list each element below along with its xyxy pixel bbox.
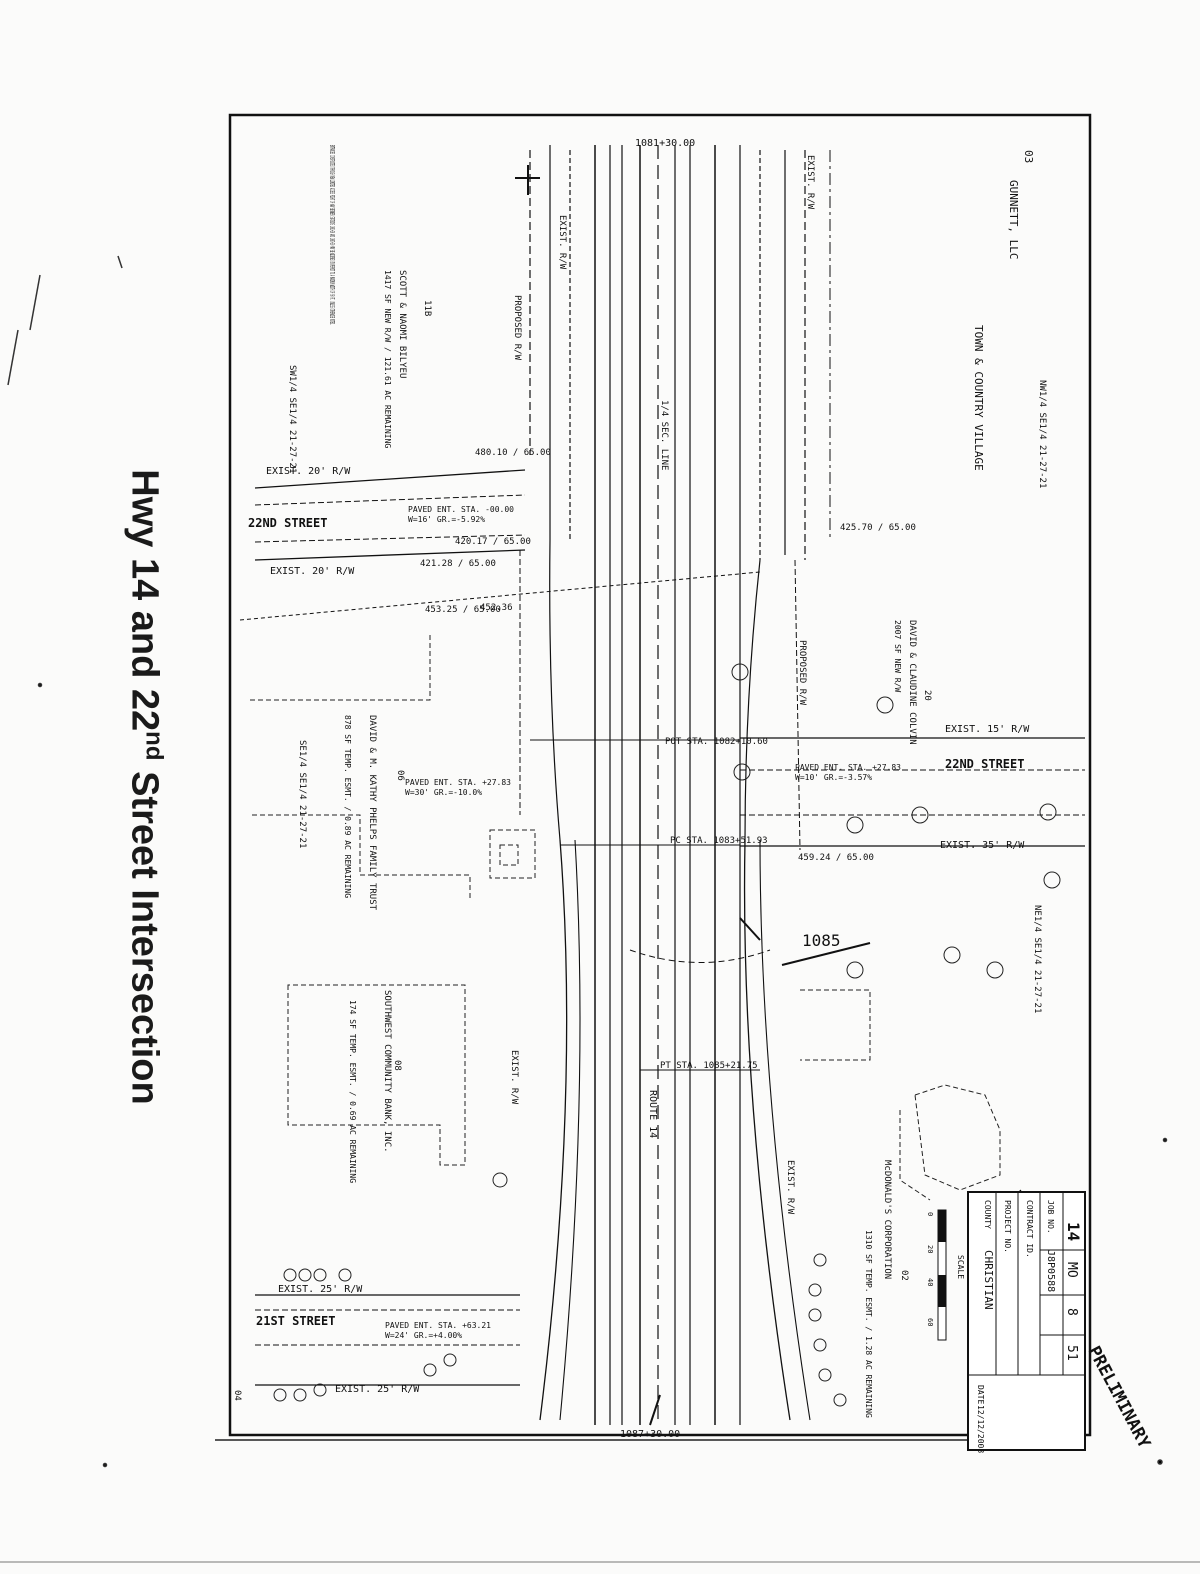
entrance-note: ENTRANCES CONSTRUCTED THROUGH NEW LIMITE… [328,145,336,325]
offset-7: 459.24 / 65.00 [798,853,874,863]
station-pc: PC STA. 1083+51.93 [670,836,768,846]
street-22nd-left: 22ND STREET [248,516,327,530]
parcel-04-number: 04 [232,1390,242,1401]
street-22nd-right: 22ND STREET [945,757,1024,771]
title-date: 12/12/2008 [976,1405,985,1453]
paved-entrance-2-detail: W=30' GR.=-10.0% [405,788,482,797]
rotated-labels: 03 GUNNETT, LLC NW1/4 SE1/4 21-27-21 TOW… [232,145,1047,1418]
title-county-label: COUNTY [983,1200,992,1229]
route-14-label: ROUTE 14 [647,1090,658,1138]
section-sw: SW1/4 SE1/4 21-27-21 [287,365,297,473]
parcel-bank: SOUTHWEST COMMUNITY BANK, INC. [382,990,392,1153]
parcel-scott-number: 11B [422,300,432,316]
section-se: SE1/4 SE1/4 21-27-21 [297,740,307,848]
trees [273,663,1061,1407]
cross-streets [239,469,1085,1386]
section-ne: NE1/4 SE1/4 21-27-21 [1032,905,1042,1013]
title-district: 8 [1064,1308,1079,1316]
highway-lines [519,145,831,1425]
paved-entrance-2: PAVED ENT. STA. +27.83 [405,778,511,787]
scale-tick-40: 40 [926,1278,934,1286]
title-sheet: 14 [1064,1222,1083,1241]
section-nw: NW1/4 SE1/4 21-27-21 [1037,380,1047,488]
exist-rw-bottom: EXIST. R/W [785,1160,795,1215]
title-date-label: DATE [976,1385,985,1404]
exist-rw-lower-left: EXIST. R/W [509,1050,519,1105]
parcel-mcdonalds: McDONALD'S CORPORATION [882,1160,892,1279]
offset-2: 420.17 / 65.00 [455,537,531,547]
title-project-label: PROJECT NO. [1003,1200,1012,1253]
parcel-gunnett-number: 03 [1022,150,1035,163]
paved-entrance-4-detail: W=24' GR.=+4.00% [385,1331,462,1340]
sheet-border [228,113,1092,1437]
offset-3: 421.28 / 65.00 [420,559,496,569]
title-sheet-number: 51 [1064,1345,1079,1361]
title-state: MO [1064,1262,1079,1278]
scan-marks [0,255,1200,1563]
proposed-rw-top: PROPOSED R/W [512,295,522,361]
sec-line-top: 1/4 SEC. LINE [659,400,669,470]
scale-label: SCALE [956,1255,965,1279]
paved-entrance-4: PAVED ENT. STA. +63.21 [385,1321,491,1330]
exist-rw-top: EXIST. R/W [805,155,815,210]
parcel-phelps-number: 06 [395,770,405,781]
offset-6: 425.70 / 65.00 [840,523,916,533]
station-top-label: 1081+30.00 [635,138,695,149]
parcel-phelps: DAVID & M. KATHY PHELPS FAMILY TRUST [367,715,377,911]
offset-5: 452.36 [480,603,513,613]
offset-1: 480.10 / 65.00 [475,448,551,458]
station-bottom-label: 1087+30.00 [620,1429,680,1440]
scale-bar [937,1209,947,1341]
paved-entrance-3: PAVED ENT. STA. +27.83 [795,763,901,772]
station-pt: PT STA. 1085+21.75 [660,1061,758,1071]
exist-rw-left: EXIST. R/W [557,215,567,270]
paved-entrance-3-detail: W=10' GR.=-3.57% [795,773,872,782]
parcel-colvin-number: 20 [922,690,932,701]
street-21st: 21ST STREET [256,1314,335,1328]
parcel-bank-number: 08 [392,1060,402,1071]
title-job-label: JOB NO. [1046,1200,1055,1234]
station-marks [515,165,871,1426]
plan-labels: 1081+30.00 1087+30.00 EXIST. 20' R/W 22N… [248,138,1030,1440]
parcel-colvin: DAVID & CLAUDINE COLVIN [907,620,917,745]
exist-25-rw-bottom: EXIST. 25' R/W [335,1384,420,1395]
title-block: 14 MO 8 51 JOB NO. J8P0588 CONTRACT ID. … [926,1191,1155,1453]
parcel-colvin-area: 2007 SF NEW R/W [893,620,902,692]
parcel-mcdonalds-number: 02 [899,1270,909,1281]
property-outlines [250,635,1001,1201]
parcel-scott-area: 1417 SF NEW R/W / 121.61 AC REMAINING [383,270,392,448]
parcel-phelps-area: 878 SF TEMP. ESMT. / 0.89 AC REMAINING [343,715,352,898]
parcel-scott: SCOTT & NAOMI BILYEU [397,270,407,378]
scale-tick-0: 0 [926,1212,934,1216]
scale-tick-20: 20 [926,1245,934,1253]
exist-35-rw: EXIST. 35' R/W [940,840,1025,851]
preliminary-stamp: PRELIMINARY [1084,1343,1155,1452]
parcel-gunnett: GUNNETT, LLC [1007,180,1020,259]
exist-20-rw-bottom: EXIST. 20' R/W [270,566,355,577]
paved-entrance-1-detail: W=16' GR.=-5.92% [408,515,485,524]
station-1085-label: 1085 [802,931,841,950]
title-job-number: J8P0588 [1045,1250,1056,1292]
offset-4: 453.25 / 65.00 [425,605,501,615]
paved-entrance-1: PAVED ENT. STA. -00.00 [408,505,514,514]
proposed-rw-right: PROPOSED R/W [797,640,807,706]
scale-tick-60: 60 [926,1318,934,1326]
exist-20-rw-top: EXIST. 20' R/W [266,466,351,477]
station-pot: POT STA. 1082+10.60 [665,737,768,747]
parcel-town-country: TOWN & COUNTRY VILLAGE [972,325,985,471]
title-county: CHRISTIAN [982,1250,995,1310]
parcel-mcdonalds-area: 1310 SF TEMP. ESMT. / 1.28 AC REMAINING [864,1230,873,1418]
exist-25-rw-top: EXIST. 25' R/W [278,1284,363,1295]
title-contract-label: CONTRACT ID. [1025,1200,1034,1258]
parcel-bank-area: 174 SF TEMP. ESMT. / 0.69 AC REMAINING [348,1000,357,1183]
exist-15-rw: EXIST. 15' R/W [945,724,1030,735]
